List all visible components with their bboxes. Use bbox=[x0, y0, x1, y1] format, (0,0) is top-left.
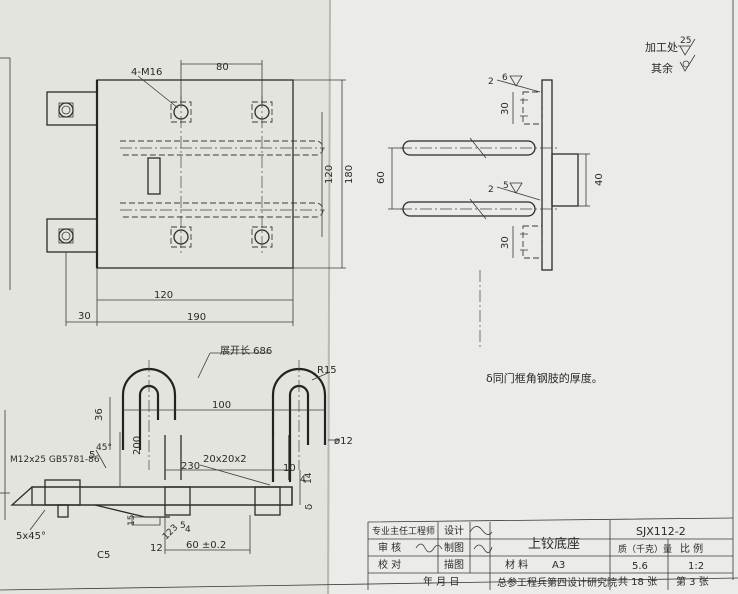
paper-right-half bbox=[330, 0, 738, 594]
dim-14: 14 bbox=[304, 472, 314, 484]
weld-5b: 5 bbox=[180, 521, 186, 531]
dim-c5: C5 bbox=[97, 550, 110, 561]
dim-40: 40 bbox=[594, 173, 605, 186]
tb-review: 审 核 bbox=[378, 541, 401, 554]
dim-holes: 4-M16 bbox=[131, 67, 162, 78]
roughness-symbol-icon bbox=[679, 38, 696, 56]
dim-100: 100 bbox=[212, 400, 231, 411]
dim-12: 12 bbox=[150, 543, 163, 554]
tb-drawn: 制图 bbox=[444, 541, 464, 554]
side-view bbox=[400, 79, 579, 350]
dim-60: 60 bbox=[376, 171, 387, 184]
dim-30: 30 bbox=[78, 311, 91, 322]
dim-190: 190 bbox=[187, 312, 206, 323]
dim-200: 200 bbox=[132, 436, 143, 455]
finish-rest-label: 其余 bbox=[651, 61, 673, 75]
weld-size-6: 6 bbox=[502, 73, 508, 83]
tb-sheet-number: 第 3 张 bbox=[676, 575, 709, 588]
tb-design: 设计 bbox=[444, 524, 464, 537]
tb-drawing-title: 上铰底座 bbox=[528, 536, 580, 552]
dim-15: 15 bbox=[127, 515, 137, 526]
weld-leg-2a: 2 bbox=[488, 77, 494, 87]
handwritten-signatures bbox=[415, 526, 493, 553]
tb-institute: 总参工程兵第四设计研究院 bbox=[497, 576, 617, 589]
dim-delta: δ bbox=[304, 504, 315, 510]
tb-date: 年 月 日 bbox=[423, 575, 459, 588]
dim-36: 36 bbox=[94, 408, 105, 421]
tb-material: A3 bbox=[552, 560, 565, 571]
dim-30-lower: 30 bbox=[500, 236, 511, 249]
weld-leg-2b: 2 bbox=[488, 185, 494, 195]
dim-angle-size: 20x20x2 bbox=[203, 454, 247, 465]
dim-unfold-length: 展开长 686 bbox=[220, 345, 272, 357]
note-text: δ同门框角钢肢的厚度。 bbox=[486, 371, 603, 385]
tb-weight-label: 质（千克）量 bbox=[618, 543, 672, 555]
dim-r15: R15 bbox=[317, 365, 337, 376]
roughness-rest-icon bbox=[679, 54, 696, 72]
weld-45: 45° bbox=[96, 443, 112, 453]
dim-180: 180 bbox=[344, 165, 355, 184]
weld-4: 4 bbox=[300, 475, 306, 485]
dim-120-vertical: 120 bbox=[324, 165, 335, 184]
plan-view-dimensions bbox=[65, 60, 346, 326]
dim-chamfer: 5x45° bbox=[16, 531, 46, 542]
side-view-dimensions bbox=[388, 75, 590, 258]
paper-fold bbox=[327, 0, 331, 594]
dim-60-tolerance: 60 ±0.2 bbox=[186, 540, 226, 551]
tb-chief-engineer: 专业主任工程师 bbox=[372, 525, 435, 537]
front-view bbox=[0, 360, 327, 526]
title-block bbox=[367, 517, 734, 590]
bolt-spec: M12x25 GB5781-86 bbox=[10, 455, 100, 465]
tb-check: 校 对 bbox=[378, 558, 401, 571]
dim-10: 10 bbox=[283, 463, 296, 474]
tb-scale-label: 比 例 bbox=[680, 542, 703, 555]
dim-30-upper: 30 bbox=[500, 102, 511, 115]
finish-machined-label: 加工处 bbox=[645, 41, 678, 54]
tb-drawing-number: SJX112-2 bbox=[636, 525, 686, 538]
sheet-border-bottom bbox=[0, 577, 738, 591]
tb-trace: 描图 bbox=[444, 558, 464, 571]
tb-scale: 1:2 bbox=[688, 561, 704, 572]
tb-weight: 5.6 bbox=[632, 561, 648, 572]
tb-total-sheets: 共 18 张 bbox=[618, 576, 657, 588]
front-view-dimensions bbox=[29, 352, 340, 554]
weld-4b: 4 bbox=[185, 525, 191, 535]
weld-5: 5 bbox=[89, 450, 95, 461]
finish-machined-value: 25 bbox=[680, 36, 691, 46]
dim-120: 120 bbox=[154, 290, 173, 301]
dim-230: 230 bbox=[181, 461, 200, 472]
roughness-rest-circle-icon bbox=[682, 60, 690, 68]
dim-phi12: ø12 bbox=[334, 436, 353, 447]
dim-80: 80 bbox=[216, 62, 229, 73]
plan-view bbox=[0, 57, 325, 290]
weld-size-5: 5 bbox=[503, 181, 509, 191]
tb-material-label: 材 料 bbox=[505, 558, 528, 571]
